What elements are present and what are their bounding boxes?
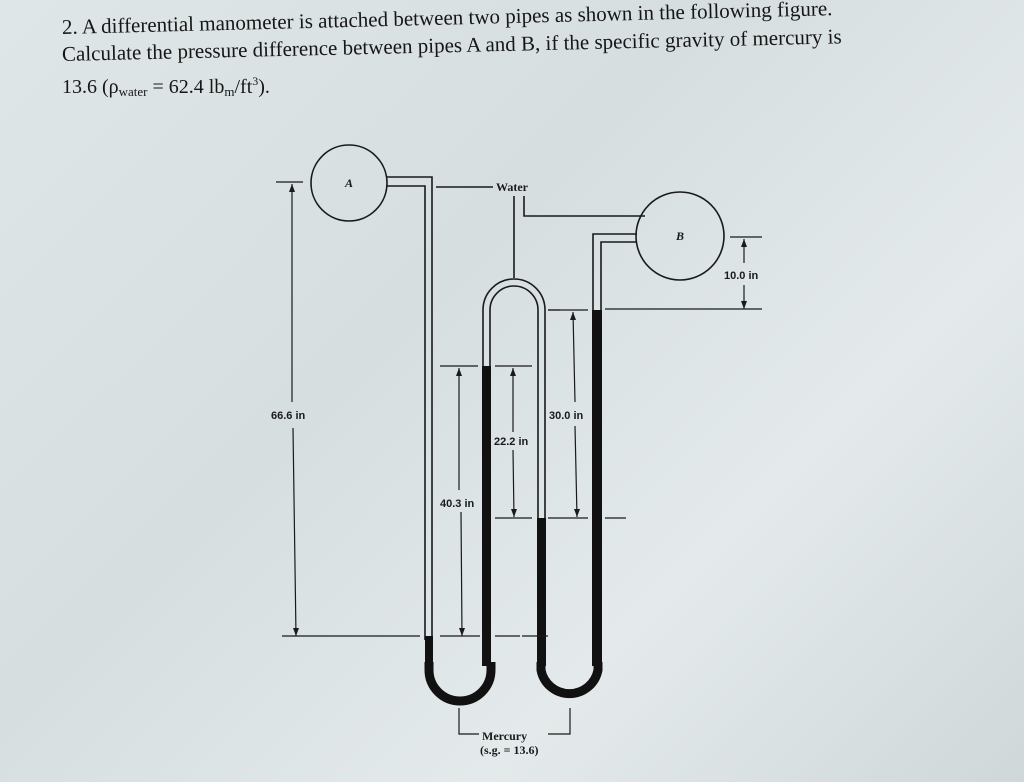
unit-superscript: 3 [252,74,259,88]
pipe-a-tube-outer [387,176,433,640]
dimension-66-6: 66.6 in [271,410,306,422]
mercury-label: Mercury [482,729,527,743]
dimension-30-0: 30.0 in [549,410,584,422]
density-value: = 62.4 lb [147,76,225,98]
pipe-a [310,144,388,222]
pipe-a-label: A [344,176,353,190]
dimension-22-2: 22.2 in [494,436,529,448]
unit-text: /ft [234,76,253,98]
pipe-b-tube-outer [592,233,637,310]
mercury-sg-label: (s.g. = 13.6) [480,743,539,757]
mercury-columns [425,310,602,666]
sg-value: 13.6 (ρ [62,76,119,98]
rho-subscript: water [118,84,148,99]
pipe-b [635,191,725,281]
dimension-10-0: 10.0 in [724,270,759,282]
pipe-a-tube-inner [387,185,426,640]
dimension-40-3: 40.3 in [440,498,475,510]
closing-paren: ). [258,76,270,98]
water-label: Water [496,180,529,194]
pipe-b-label: B [675,229,684,243]
problem-line-3: 13.6 (ρwater = 62.4 lbm/ft3). [62,68,982,105]
pipe-b-tube-inner [600,241,637,310]
unit-subscript: m [224,84,235,99]
problem-statement: 2. A differential manometer is attached … [62,0,982,105]
